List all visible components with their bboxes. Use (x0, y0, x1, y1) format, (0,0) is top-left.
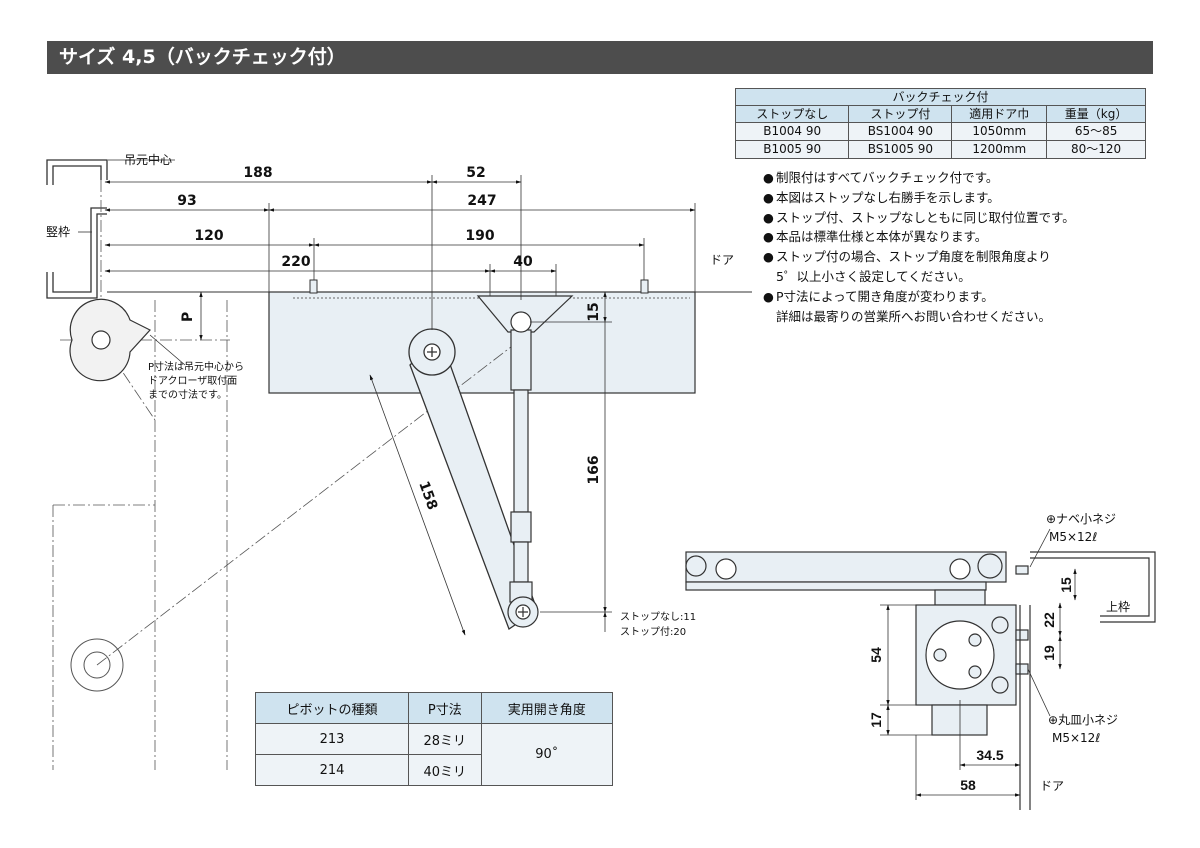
dim-247: 247 (467, 193, 496, 209)
column-header: ストップ付 (848, 105, 953, 123)
closer-body (268, 291, 696, 394)
top-frame (1019, 551, 1156, 810)
pivot (69, 298, 151, 382)
dim-190: 190 (465, 228, 494, 244)
top-frame-label: 上枠 (1106, 600, 1130, 614)
table-cell: 1200mm (951, 140, 1048, 159)
dim-54: 54 (868, 647, 884, 663)
p-note-line: ドアクローザ取付面 (148, 374, 237, 387)
oval-screw-label: ⊕丸皿小ネジ (1048, 713, 1118, 727)
hinge-center-label: 吊元中心 (124, 152, 172, 167)
stop-note-line: ストップ付:20 (620, 625, 686, 638)
p-label: P (180, 312, 196, 322)
table-cell: B1005 90 (734, 140, 850, 159)
dim-120: 120 (194, 228, 223, 244)
table-cell: BS1004 90 (848, 122, 953, 141)
note-item: ●本品は標準仕様と本体が異なります。 (763, 229, 988, 245)
door-pivot-circle (70, 638, 124, 692)
door-side-label: ドア (1040, 779, 1064, 793)
table-cell: 65〜85 (1046, 122, 1146, 141)
table-cell: 1050mm (951, 122, 1048, 141)
note-item: ●本図はストップなし右勝手を示します。 (763, 189, 1000, 205)
column-header: P寸法 (408, 692, 482, 724)
door-frame (46, 159, 108, 299)
dimension-lines (78, 159, 696, 636)
angle-cell: 90˚ (480, 723, 614, 786)
pivot-table: ピボットの種類 P寸法 実用開き角度 213 28ミリ 90˚ 214 40ミリ (254, 692, 614, 786)
dim-40: 40 (513, 254, 533, 270)
side-view (685, 551, 1029, 736)
table-title: バックチェック付 (735, 88, 1146, 106)
table-cell: 40ミリ (408, 754, 482, 786)
screw-right (640, 279, 649, 294)
frame-label: 竪枠 (46, 225, 70, 239)
notes-list: ●制限付はすべてバックチェック付です。 ●本図はストップなし右勝手を示します。 … (763, 168, 1075, 326)
table-cell: 80〜120 (1046, 140, 1146, 159)
p-note-line: P寸法は吊元中心から (148, 360, 244, 373)
dim-220: 220 (281, 254, 310, 270)
screw-left (309, 279, 318, 294)
side-view-labels: 15 22 19 54 17 34.5 58 ⊕ナベ小ネジ M5×12ℓ 上枠 … (868, 512, 1130, 793)
dim-188: 188 (243, 165, 272, 181)
note-item: ●ストップ付、ストップなしともに同じ取付位置です。 (763, 209, 1075, 225)
section-title: サイズ 4,5（バックチェック付） (59, 46, 346, 68)
main-view-labels: 吊元中心 竪枠 ドア P P寸法は吊元中心から ドアクローザ取付面 までの寸法で… (46, 152, 734, 638)
dim-19: 19 (1041, 645, 1057, 661)
dim-93: 93 (177, 193, 196, 209)
door-label: ドア (710, 253, 734, 267)
table-cell: 214 (254, 754, 410, 786)
column-header: ピボットの種類 (254, 692, 410, 724)
note-item: ●制限付はすべてバックチェック付です。 (763, 170, 999, 185)
pan-screw-spec: M5×12ℓ (1049, 530, 1097, 544)
p-note-line: までの寸法です。 (148, 388, 227, 401)
table-cell: 213 (254, 723, 410, 755)
note-item: ●ストップ付の場合、ストップ角度を制限角度より (763, 249, 1051, 265)
side-dimension-lines (880, 528, 1077, 800)
table-row: 214 40ミリ (254, 754, 613, 786)
oval-screw-spec: M5×12ℓ (1052, 731, 1100, 745)
dim-52: 52 (466, 165, 485, 181)
section-header: サイズ 4,5（バックチェック付） (47, 41, 1153, 74)
note-item: ●P寸法によって開き角度が変わります。 (763, 288, 994, 304)
dim-166: 166 (586, 455, 602, 484)
dim-158: 158 (415, 479, 440, 512)
table-cell: BS1005 90 (848, 140, 953, 159)
table-row: 213 28ミリ 90˚ (254, 723, 614, 786)
column-header: 実用開き角度 (480, 692, 614, 724)
dim-side-15: 15 (1058, 577, 1074, 593)
note-item: 詳細は最寄りの営業所へお問い合わせください。 (776, 308, 1052, 324)
dim-15: 15 (586, 302, 602, 321)
note-item: 5゜以上小さく設定してください。 (776, 268, 971, 284)
stop-note-line: ストップなし:11 (620, 611, 696, 623)
dim-17: 17 (868, 712, 884, 728)
forearm (476, 295, 574, 628)
backcheck-table: バックチェック付 ストップなし ストップ付 適用ドア巾 重量（kg） B1004… (734, 88, 1146, 159)
dim-58: 58 (960, 777, 976, 793)
pan-screw-label: ⊕ナベ小ネジ (1046, 512, 1116, 526)
dim-22: 22 (1041, 612, 1057, 628)
table-row: B1005 90 BS1005 90 1200mm 80〜120 (734, 140, 1146, 159)
dim-34-5: 34.5 (976, 747, 1003, 763)
